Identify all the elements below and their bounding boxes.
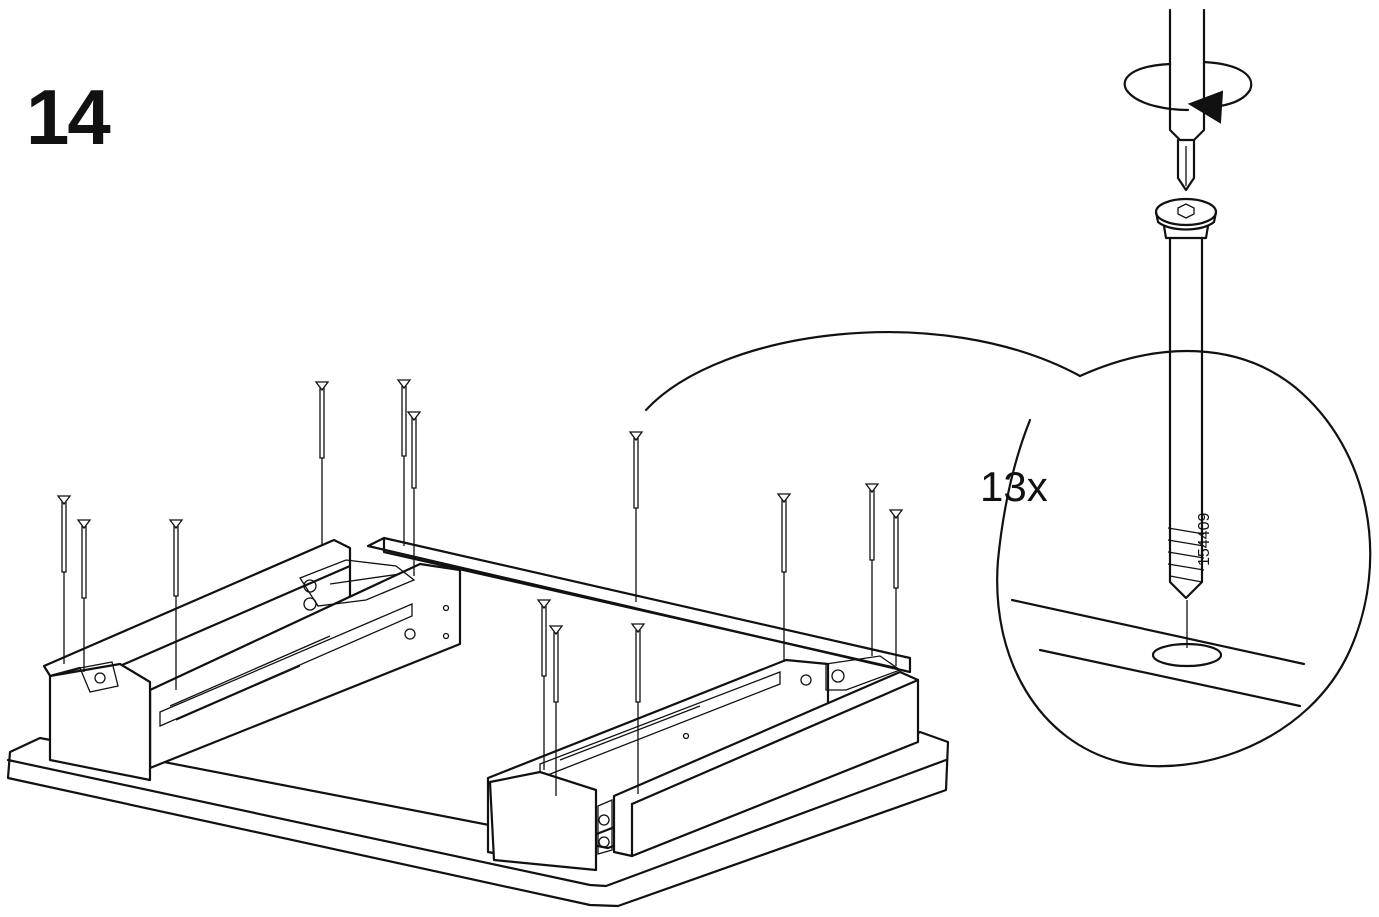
screw-icon xyxy=(628,431,644,602)
left-hinge xyxy=(299,559,416,611)
screw-icon xyxy=(396,379,412,546)
screw-icon xyxy=(630,623,646,794)
screw-icon xyxy=(56,495,72,664)
right-front-rail xyxy=(612,670,920,858)
screw-icon xyxy=(536,599,552,770)
quantity-label: 13x xyxy=(980,463,1048,510)
screwdriver-icon xyxy=(1168,8,1206,192)
screw-icon xyxy=(406,411,422,576)
screw-icon xyxy=(864,483,880,656)
screw-icon xyxy=(776,493,792,662)
center-back-panel xyxy=(366,536,912,674)
screw-icon xyxy=(314,381,330,546)
right-hinge xyxy=(825,655,902,691)
screws xyxy=(56,379,904,796)
left-end-block xyxy=(48,661,152,782)
screw-icon xyxy=(548,625,564,796)
screw-icon xyxy=(76,519,92,672)
screw-icon xyxy=(168,519,184,690)
rotate-clockwise-arrow-icon xyxy=(1123,60,1253,124)
screw-icon xyxy=(888,509,904,666)
right-end-block xyxy=(488,770,613,872)
step-number: 14 xyxy=(26,73,111,161)
article-code: 154409 xyxy=(1196,512,1213,566)
left-front-rail xyxy=(148,562,462,770)
detail-callout xyxy=(644,331,1372,768)
detail-screw-icon xyxy=(1154,197,1218,600)
